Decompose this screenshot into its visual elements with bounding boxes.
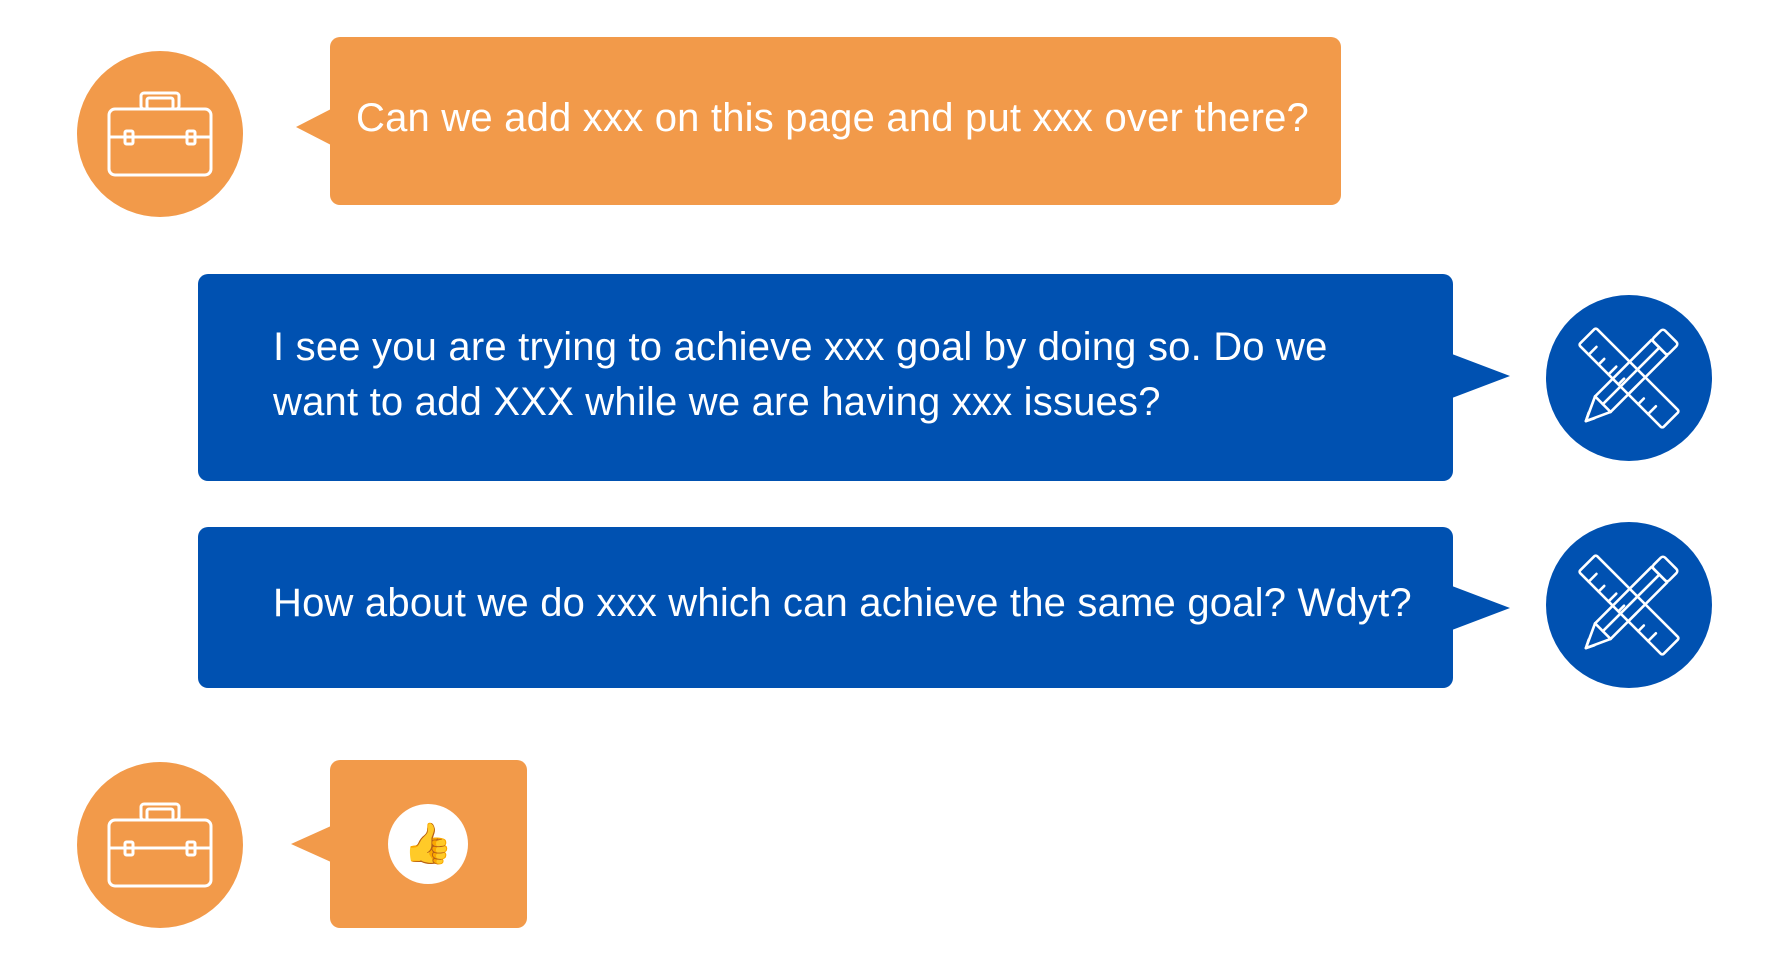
message-tail bbox=[291, 826, 331, 862]
message-text: Can we add xxx on this page and put xxx … bbox=[356, 96, 1309, 140]
briefcase-icon bbox=[107, 802, 213, 888]
message-tail bbox=[1452, 354, 1510, 398]
engineer-avatar bbox=[1546, 522, 1712, 688]
message-bubble-engineer: How about we do xxx which can achieve th… bbox=[198, 527, 1453, 688]
message-text: I see you are trying to achieve xxx goal… bbox=[273, 325, 1328, 424]
message-tail bbox=[1452, 586, 1510, 630]
stakeholder-avatar bbox=[77, 51, 243, 217]
engineer-avatar bbox=[1546, 295, 1712, 461]
stakeholder-avatar bbox=[77, 762, 243, 928]
thumbs-up-icon: 👍 bbox=[403, 822, 453, 866]
message-bubble-stakeholder: 👍 bbox=[330, 760, 527, 928]
ruler-pencil-icon bbox=[1578, 327, 1680, 429]
reaction-badge: 👍 bbox=[388, 804, 468, 884]
ruler-pencil-icon bbox=[1578, 554, 1680, 656]
message-text: How about we do xxx which can achieve th… bbox=[273, 581, 1412, 625]
message-tail bbox=[296, 109, 331, 145]
message-bubble-stakeholder: Can we add xxx on this page and put xxx … bbox=[330, 37, 1341, 205]
briefcase-icon bbox=[107, 91, 213, 177]
message-bubble-engineer: I see you are trying to achieve xxx goal… bbox=[198, 274, 1453, 481]
